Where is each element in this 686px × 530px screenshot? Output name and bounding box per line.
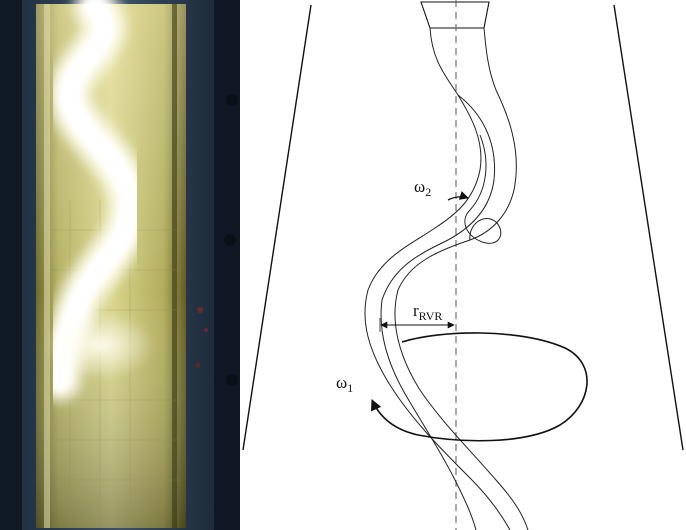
precession-orbit bbox=[372, 333, 587, 441]
runner-hub bbox=[421, 2, 489, 28]
vortex-inner-strand-2 bbox=[465, 135, 501, 243]
vortex-rope-schematic: ω2 rRVR ω1 bbox=[240, 0, 686, 530]
radius-label: rRVR bbox=[413, 301, 442, 323]
omega2-rotation-arrow bbox=[448, 197, 468, 200]
vortex-right-boundary bbox=[395, 28, 528, 530]
vortex-rope-photo bbox=[0, 0, 240, 530]
vortex-left-boundary bbox=[365, 28, 510, 530]
cone-wall-right bbox=[614, 5, 683, 450]
omega1-label: ω1 bbox=[336, 373, 353, 395]
cone-wall-left bbox=[243, 5, 311, 450]
omega2-label: ω2 bbox=[414, 177, 431, 199]
